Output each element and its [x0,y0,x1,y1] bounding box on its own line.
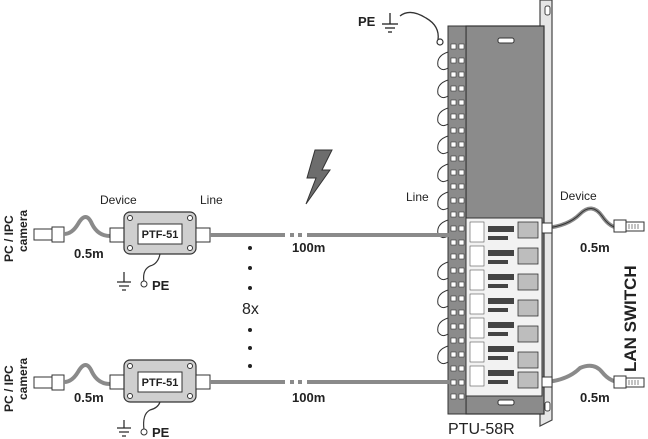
pe-top-label: PE [358,14,376,29]
cable-length-right-bottom: 0.5m [580,390,610,405]
pe-ground-left-bottom: PE [117,401,170,439]
line-label-rack: Line [406,190,429,204]
distance-label-bottom: 100m [292,390,325,405]
cable-length-right-top: 0.5m [580,240,610,255]
rj45-connector-left-top [33,226,65,243]
multiplier-dots [248,246,252,368]
device-label-right: Device [560,189,597,203]
cable-length-left-bottom: 0.5m [74,390,104,405]
patch-cable-left-bottom [63,363,111,386]
multiplier-label: 8x [242,301,259,318]
lan-switch-label: LAN SWITCH [621,265,640,372]
ground-symbol-icon [382,13,398,33]
pc-label-bottom-line1: PC / IPC [2,365,16,412]
pc-label-top: PC / IPC camera [2,210,30,262]
patch-cable-left-top [63,215,111,238]
ground-symbol-icon [117,420,131,437]
rj45-connector-left-bottom [33,374,65,391]
ptf-51-protector-top: PTF-51 [109,211,211,255]
panel-holes [450,43,465,400]
pc-label-top-line2: camera [16,210,30,252]
pc-label-bottom-line2: camera [16,358,30,400]
protector-label-bottom: PTF-51 [142,377,179,389]
pc-label-top-line1: PC / IPC [2,215,16,262]
pe-ground-top: PE [358,11,444,46]
pe-ground-left-top: PE [117,253,170,293]
ptf-51-protector-bottom: PTF-51 [109,359,211,403]
ground-symbol-icon [117,272,131,291]
distance-label-top: 100m [292,240,325,255]
unit-label: PTU-58R [448,421,515,438]
cable-length-left-top: 0.5m [74,246,104,261]
ptu-58r-panel [437,25,545,415]
pe-label-left-bottom: PE [152,425,170,439]
cable-loops [437,51,449,365]
line-label-left: Line [200,193,223,207]
protection-modules [465,217,543,397]
right-patch-cable-bottom [541,363,645,389]
lightning-bolt-icon [305,149,333,205]
pc-label-bottom: PC / IPC camera [2,358,30,412]
right-patch-cable-top [541,206,645,234]
device-label-left: Device [100,193,137,207]
protector-label-top: PTF-51 [142,229,179,241]
pe-label-left-top: PE [152,278,170,293]
